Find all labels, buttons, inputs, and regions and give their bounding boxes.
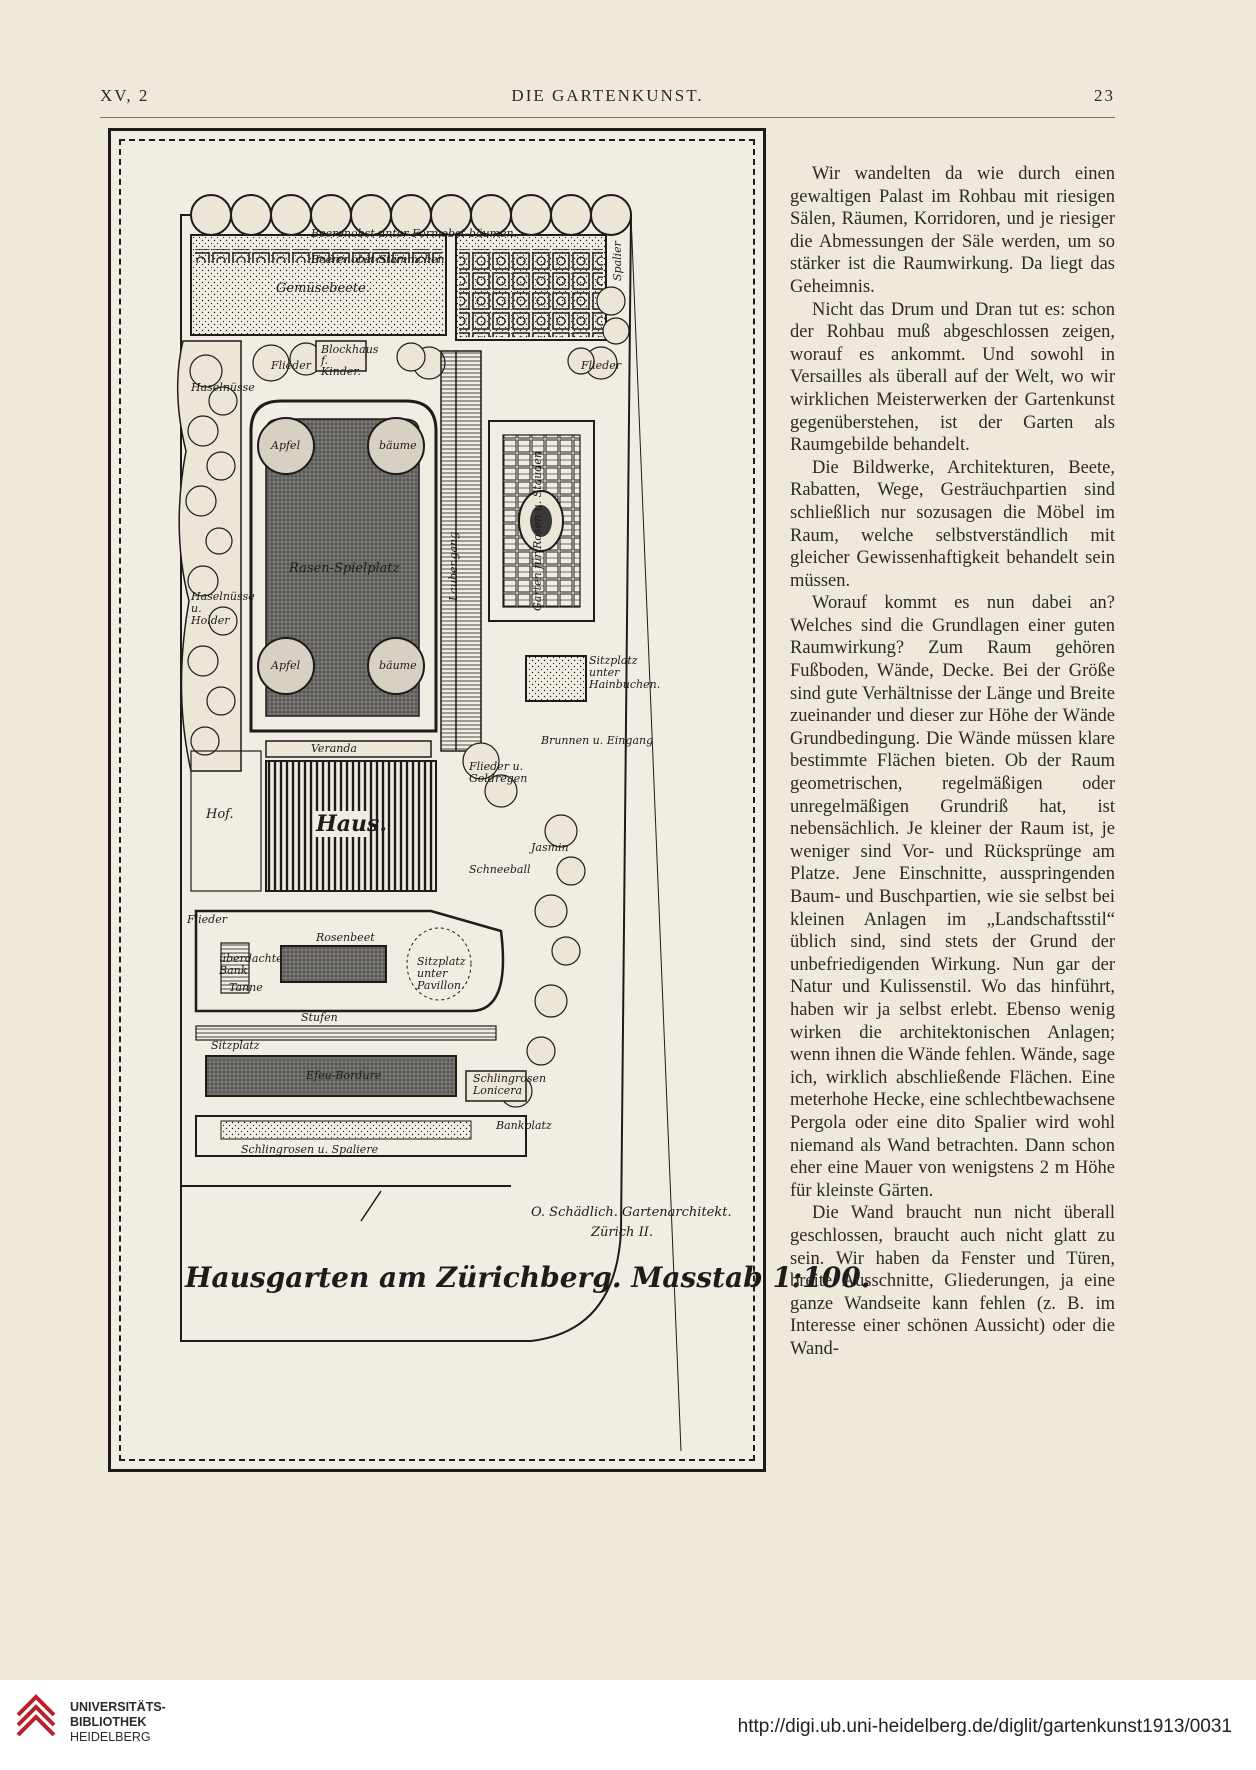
label-tanne: Tanne	[229, 981, 263, 994]
architect-signature: O. Schädlich. Gartenarchitekt.	[531, 1205, 732, 1220]
label-apfel-2: Apfel	[271, 659, 301, 672]
label-baeume-1: bäume	[379, 439, 417, 452]
label-flieder-right: Flieder	[581, 359, 621, 372]
label-jasmin: Jasmin	[531, 841, 569, 854]
library-logo-icon	[16, 1694, 56, 1737]
garden-plan-figure: Beerenobst unter Formobst-bäumen. Beeren…	[108, 128, 870, 1472]
source-url-link[interactable]: http://digi.ub.uni-heidelberg.de/diglit/…	[737, 1716, 1232, 1737]
journal-title: DIE GARTENKUNST.	[511, 86, 704, 105]
garden-plan-drawing	[176, 194, 682, 1452]
paragraph-5: Die Wand braucht nun nicht überall gesch…	[790, 1203, 1115, 1359]
paragraph-4: Worauf kommt es nun dabei an? Welches si…	[790, 593, 1115, 1201]
label-flieder-left: Flieder	[187, 913, 227, 926]
label-rosenbeet: Rosenbeet	[316, 931, 375, 944]
label-rasen-spielplatz: Rasen-Spielplatz	[289, 561, 400, 576]
paragraph-2: Nicht das Drum und Dran tut es: schon de…	[790, 299, 1115, 456]
label-flieder-goldregen: Flieder u. Goldregen	[469, 760, 528, 785]
library-name: UNIVERSITÄTS- BIBLIOTHEK HEIDELBERG	[70, 1700, 166, 1745]
label-apfel-1: Apfel	[271, 439, 301, 452]
label-haselnuesse-holder: Haselnüsse u. Holder	[191, 590, 255, 627]
running-head: XV, 2 DIE GARTENKUNST. 23	[100, 86, 1115, 112]
viewer-footer: UNIVERSITÄTS- BIBLIOTHEK HEIDELBERG http…	[0, 1680, 1256, 1770]
page-number: 23	[1094, 86, 1115, 105]
volume-number: XV, 2	[100, 86, 150, 105]
label-haus: Haus.	[316, 811, 388, 837]
label-gemuesebeete: Gemüsebeete.	[276, 281, 370, 296]
label-flieder-top: Flieder	[271, 359, 311, 372]
label-blockhaus: Blockhaus f. Kinder.	[321, 343, 379, 378]
label-veranda: Veranda	[311, 742, 357, 755]
plan-caption: Hausgarten am Zürichberg. Masstab 1:100.	[185, 1261, 871, 1294]
library-line-1: UNIVERSITÄTS-	[70, 1700, 166, 1714]
label-laubengang: Laubengang	[447, 531, 460, 601]
article-text: Wir wandelten da wie durch einen gewalti…	[790, 163, 1115, 1360]
paragraph-3: Die Bildwerke, Architekturen, Beete, Rab…	[790, 457, 1115, 591]
label-sitzplatz-lower: Sitzplatz	[211, 1039, 260, 1052]
label-stufen: Stufen	[301, 1011, 338, 1024]
label-brunnen: Brunnen u. Eingang	[541, 734, 654, 747]
page-scan: XV, 2 DIE GARTENKUNST. 23	[0, 0, 1256, 1680]
label-garten-rosen: Garten für Rosen u. Stauden	[531, 451, 544, 611]
label-baeume-2: bäume	[379, 659, 417, 672]
label-beerenobst-staemmchen: Beerenobst-Stämmchen	[311, 253, 445, 266]
label-spalier: Spalier	[611, 241, 624, 281]
library-line-2: BIBLIOTHEK	[70, 1715, 147, 1729]
label-efeu-bordure: Efeu-Bordure	[306, 1069, 382, 1082]
label-sitzplatz-hainbuchen: Sitzplatz unter Hainbuchen.	[589, 654, 661, 691]
library-line-3: HEIDELBERG	[70, 1730, 151, 1744]
label-haselnuesse: Haselnüsse	[191, 381, 255, 394]
architect-place: Zürich II.	[591, 1225, 653, 1240]
label-hof: Hof.	[206, 807, 234, 822]
label-beerenobst: Beerenobst unter Formobst-bäumen.	[311, 227, 518, 240]
header-rule	[100, 117, 1115, 118]
label-schlingrosen-spaliere: Schlingrosen u. Spaliere	[241, 1143, 379, 1156]
label-sitzplatz-pavillon: Sitzplatz unter Pavillon	[417, 955, 466, 992]
label-ueberdachte-bank: überdachte Bank	[219, 952, 283, 977]
label-schneeball: Schneeball	[469, 863, 531, 876]
paragraph-1: Wir wandelten da wie durch einen gewalti…	[790, 164, 1115, 297]
label-bankplatz: Bankplatz	[496, 1119, 552, 1132]
plan-inner-border	[119, 139, 755, 1461]
label-schlingrosen-lonicera: Schlingrosen Lonicera	[473, 1072, 547, 1097]
